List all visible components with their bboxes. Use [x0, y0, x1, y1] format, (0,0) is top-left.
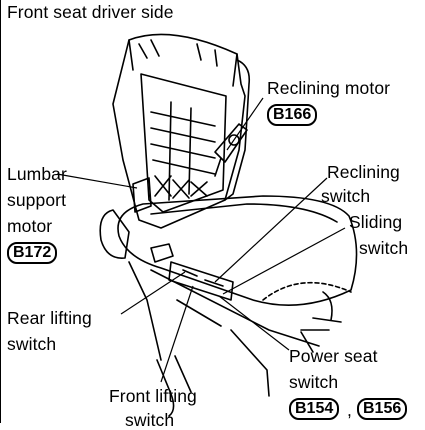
switch-panel — [168, 261, 234, 301]
label-reclining-switch-2: switch — [321, 186, 371, 206]
seat-leg — [156, 355, 192, 417]
label-rear-lifting-1: Rear lifting — [7, 308, 92, 328]
side-lever — [150, 243, 174, 263]
label-lumbar-2: support — [7, 190, 67, 210]
connector-b166: B166 — [267, 104, 318, 126]
headrest-mount — [138, 39, 218, 67]
seatback-frame — [112, 33, 246, 229]
seatback-side-cover — [224, 59, 251, 201]
label-reclining-switch-1: Reclining — [327, 162, 400, 182]
seat-leg-right — [300, 291, 333, 353]
reclining-motor-body — [214, 123, 248, 177]
seat-rail — [128, 261, 342, 397]
connector-b154: B154 — [289, 398, 340, 420]
leader-power-seat — [218, 295, 290, 351]
label-power-seat-2: switch — [289, 372, 339, 392]
connector-separator: , — [347, 400, 352, 420]
leader-rear-lifting — [120, 271, 186, 315]
label-power-seat-1: Power seat — [289, 346, 378, 366]
label-reclining-motor: Reclining motor — [267, 78, 391, 98]
label-sliding-switch-2: switch — [359, 238, 409, 258]
connector-b172: B172 — [7, 242, 58, 264]
leader-reclining-switch — [214, 177, 328, 283]
leader-reclining-motor — [226, 97, 264, 151]
lumbar-grid — [150, 101, 216, 201]
leader-front-lifting — [160, 285, 194, 383]
leader-lumbar — [56, 173, 138, 189]
seat-cushion — [117, 195, 358, 306]
cushion-seam — [262, 281, 352, 301]
label-front-lifting-2: switch — [125, 410, 175, 430]
label-front-lifting-1: Front lifting — [109, 386, 197, 406]
diagram-title: Front seat driver side — [7, 2, 174, 22]
leader-sliding-switch — [222, 227, 346, 295]
label-lumbar-1: Lumbar — [7, 164, 67, 184]
label-rear-lifting-2: switch — [7, 334, 57, 354]
side-bolster — [99, 209, 130, 259]
spring-pattern — [154, 175, 208, 199]
lumbar-motor-body — [132, 177, 152, 213]
label-lumbar-3: motor — [7, 216, 53, 236]
label-sliding-switch-1: Sliding — [349, 212, 403, 232]
connector-b156: B156 — [357, 398, 408, 420]
